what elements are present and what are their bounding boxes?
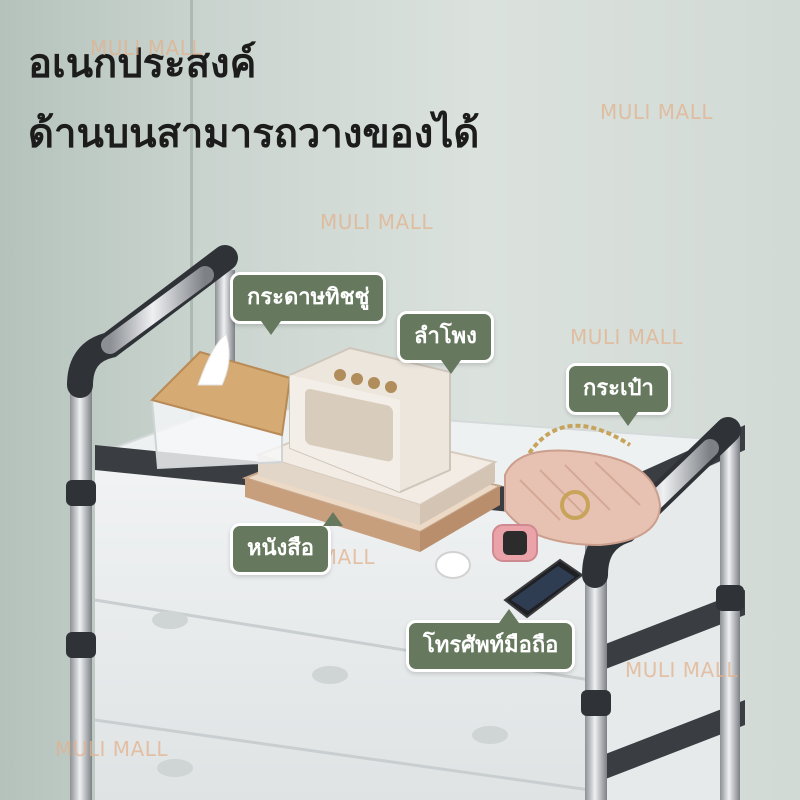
callout-bag: กระเป๋า [566, 363, 671, 426]
smartwatch-icon [492, 524, 538, 562]
tissue-box-icon [150, 333, 292, 470]
watermark-text: MULI MALL [90, 36, 204, 60]
headline-line-1: อเนกประสงค์ [28, 41, 257, 87]
earbuds-case-icon [435, 551, 471, 579]
watermark-text: MULI MALL [625, 658, 739, 682]
watermark-text: MULI MALL [600, 100, 714, 124]
speaker-icon [289, 346, 451, 494]
handbag-icon [504, 423, 662, 547]
callout-book: หนังสือ [230, 512, 343, 575]
watermark-text: MULI MALL [55, 737, 169, 761]
watermark-text: MULI MALL [570, 325, 684, 349]
smartphone-icon [503, 558, 584, 619]
wall-corner [190, 0, 193, 420]
callout-speaker: ลำโพง [397, 311, 494, 374]
watermark-text: MULI MALL [320, 210, 434, 234]
callout-phone: โทรศัพท์มือถือ [406, 609, 576, 672]
callout-tissue: กระดาษทิชชู่ [230, 272, 387, 335]
headline-line-2: ด้านบนสามารถวางของได้ [28, 111, 480, 157]
